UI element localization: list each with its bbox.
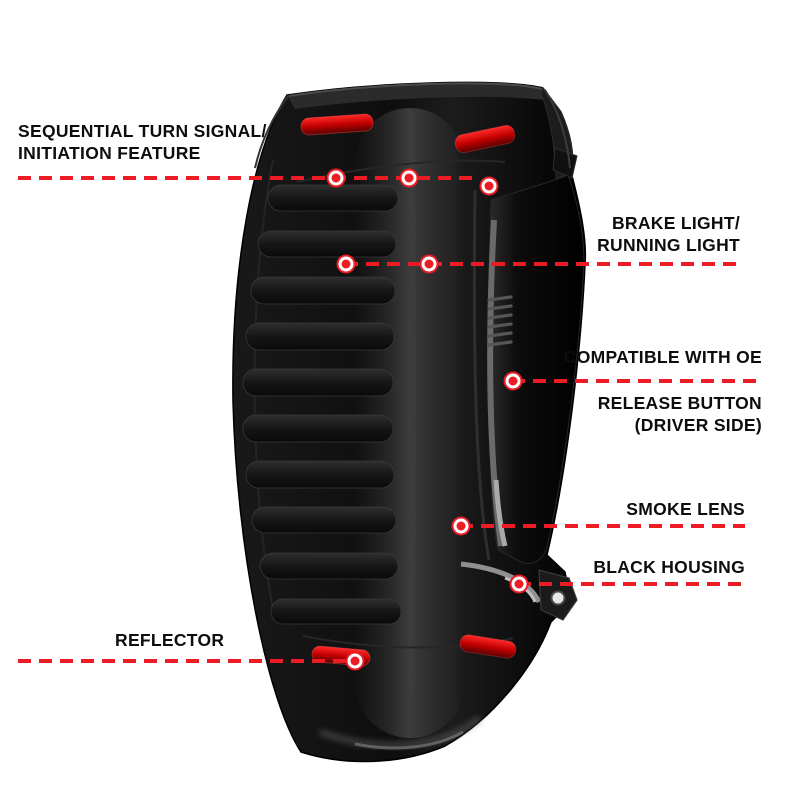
callout-marker-brake-light-1 <box>338 256 354 272</box>
label-turn-signal-line1: SEQUENTIAL TURN SIGNAL/ <box>18 121 267 141</box>
callout-marker-turn-signal-1 <box>328 170 344 186</box>
label-oe-release-rest: RELEASE BUTTON (DRIVER SIDE) <box>598 392 762 436</box>
label-oe-release-text1: COMPATIBLE WITH OE <box>563 347 762 367</box>
label-smoke-lens-text: SMOKE LENS <box>626 499 745 519</box>
label-black-housing: BLACK HOUSING <box>593 556 745 578</box>
label-smoke-lens: SMOKE LENS <box>626 498 745 520</box>
callout-marker-black-housing <box>511 576 527 592</box>
label-brake-light-line2: RUNNING LIGHT <box>597 235 740 255</box>
callout-marker-reflector <box>347 653 363 669</box>
screw-hole <box>550 590 566 606</box>
label-turn-signal: SEQUENTIAL TURN SIGNAL/ INITIATION FEATU… <box>18 120 267 164</box>
label-oe-release-line1: COMPATIBLE WITH OE <box>564 346 762 368</box>
vent-ridges <box>487 295 513 347</box>
callout-line-turn-signal <box>18 176 473 180</box>
label-black-housing-text: BLACK HOUSING <box>593 557 745 577</box>
callout-line-smoke-lens <box>460 524 745 528</box>
label-reflector: REFLECTOR <box>115 629 224 651</box>
label-oe-release-text3: (DRIVER SIDE) <box>634 415 762 435</box>
label-brake-light: BRAKE LIGHT/ RUNNING LIGHT <box>597 212 740 256</box>
callout-marker-brake-light-2 <box>421 256 437 272</box>
callout-marker-turn-signal-3 <box>481 178 497 194</box>
callout-marker-turn-signal-2 <box>401 170 417 186</box>
label-oe-release-text2: RELEASE BUTTON <box>597 393 762 413</box>
callout-marker-smoke-lens <box>453 518 469 534</box>
callout-line-brake-light <box>345 262 740 266</box>
label-brake-light-line1: BRAKE LIGHT/ <box>611 213 740 233</box>
label-turn-signal-line2: INITIATION FEATURE <box>18 143 201 163</box>
bottom-reflections <box>318 715 483 750</box>
label-reflector-text: REFLECTOR <box>115 630 225 650</box>
callout-line-reflector <box>18 659 355 663</box>
callout-marker-oe-release <box>505 373 521 389</box>
callout-line-oe-release <box>512 379 760 383</box>
led-slat-array <box>242 184 402 625</box>
callout-line-black-housing <box>518 582 745 586</box>
